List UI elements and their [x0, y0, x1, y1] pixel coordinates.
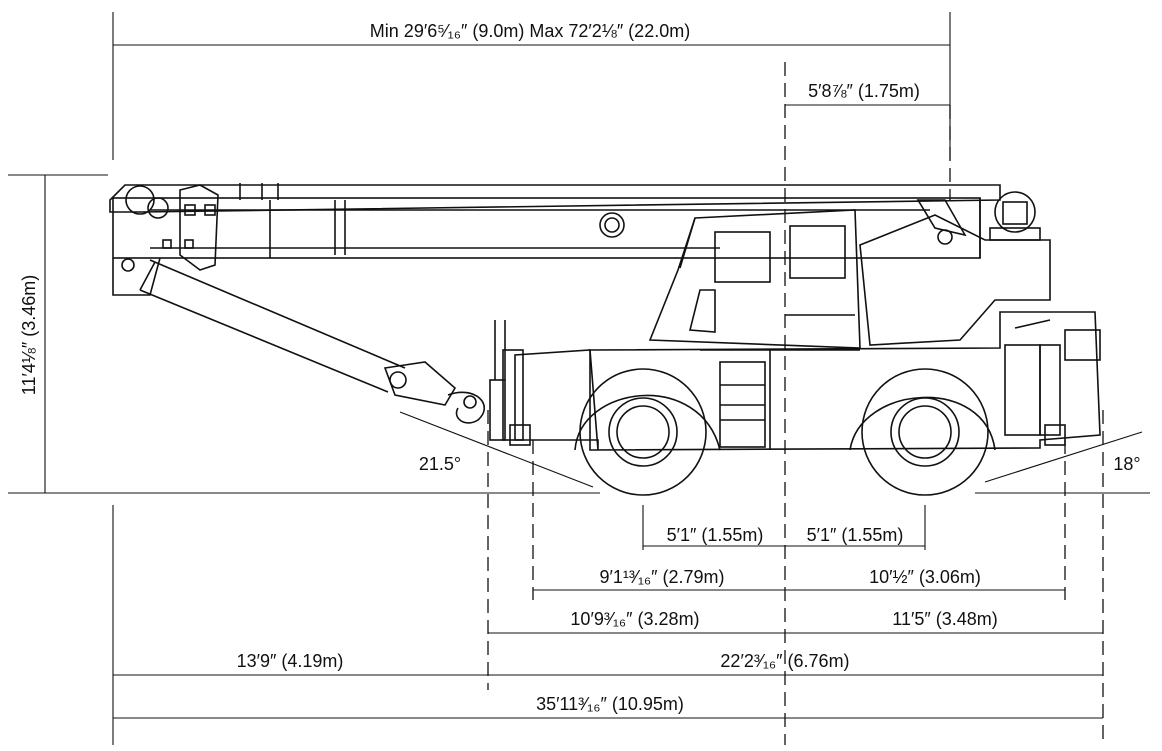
label-outrigger-span: Min 29′6⁵⁄₁₆″ (9.0m) Max 72′2⅛″ (22.0m): [370, 21, 690, 41]
main-boom: [109, 183, 1001, 296]
cab: [648, 191, 1051, 351]
label-rear-track-half: 5′1″ (1.55m): [807, 525, 904, 545]
approach-angle-line: [399, 411, 594, 488]
label-front-body-length: 10′9³⁄₁₆″ (3.28m): [570, 609, 699, 629]
label-rear-axle-to-outrigger: 10′½″ (3.06m): [869, 567, 981, 587]
front-wheel: [579, 368, 707, 496]
crane-illustration: [109, 183, 1101, 496]
label-front-track-half: 5′1″ (1.55m): [667, 525, 764, 545]
label-boom-overhang: 13′9″ (4.19m): [237, 651, 344, 671]
boom-cylinder: [139, 259, 485, 424]
label-departure-angle: 18°: [1113, 454, 1140, 474]
label-rear-body-length: 11′5″ (3.48m): [892, 609, 997, 629]
dimension-labels: Min 29′6⁵⁄₁₆″ (9.0m) Max 72′2⅛″ (22.0m) …: [19, 21, 1141, 714]
label-approach-angle: 21.5°: [419, 454, 461, 474]
dimension-lines: [8, 12, 1150, 745]
carrier: [489, 311, 1101, 451]
rear-wheel: [861, 368, 989, 496]
label-front-axle-to-outrigger: 9′1¹³⁄₁₆″ (2.79m): [599, 567, 724, 587]
label-carrier-length: 22′2³⁄₁₆″ (6.76m): [720, 651, 849, 671]
label-overall-height: 11′4⅛″ (3.46m): [19, 275, 39, 395]
label-overall-length: 35′11³⁄₁₆″ (10.95m): [536, 694, 684, 714]
departure-angle-line: [984, 431, 1143, 483]
label-rotation-rear: 5′8⅞″ (1.75m): [808, 81, 920, 101]
